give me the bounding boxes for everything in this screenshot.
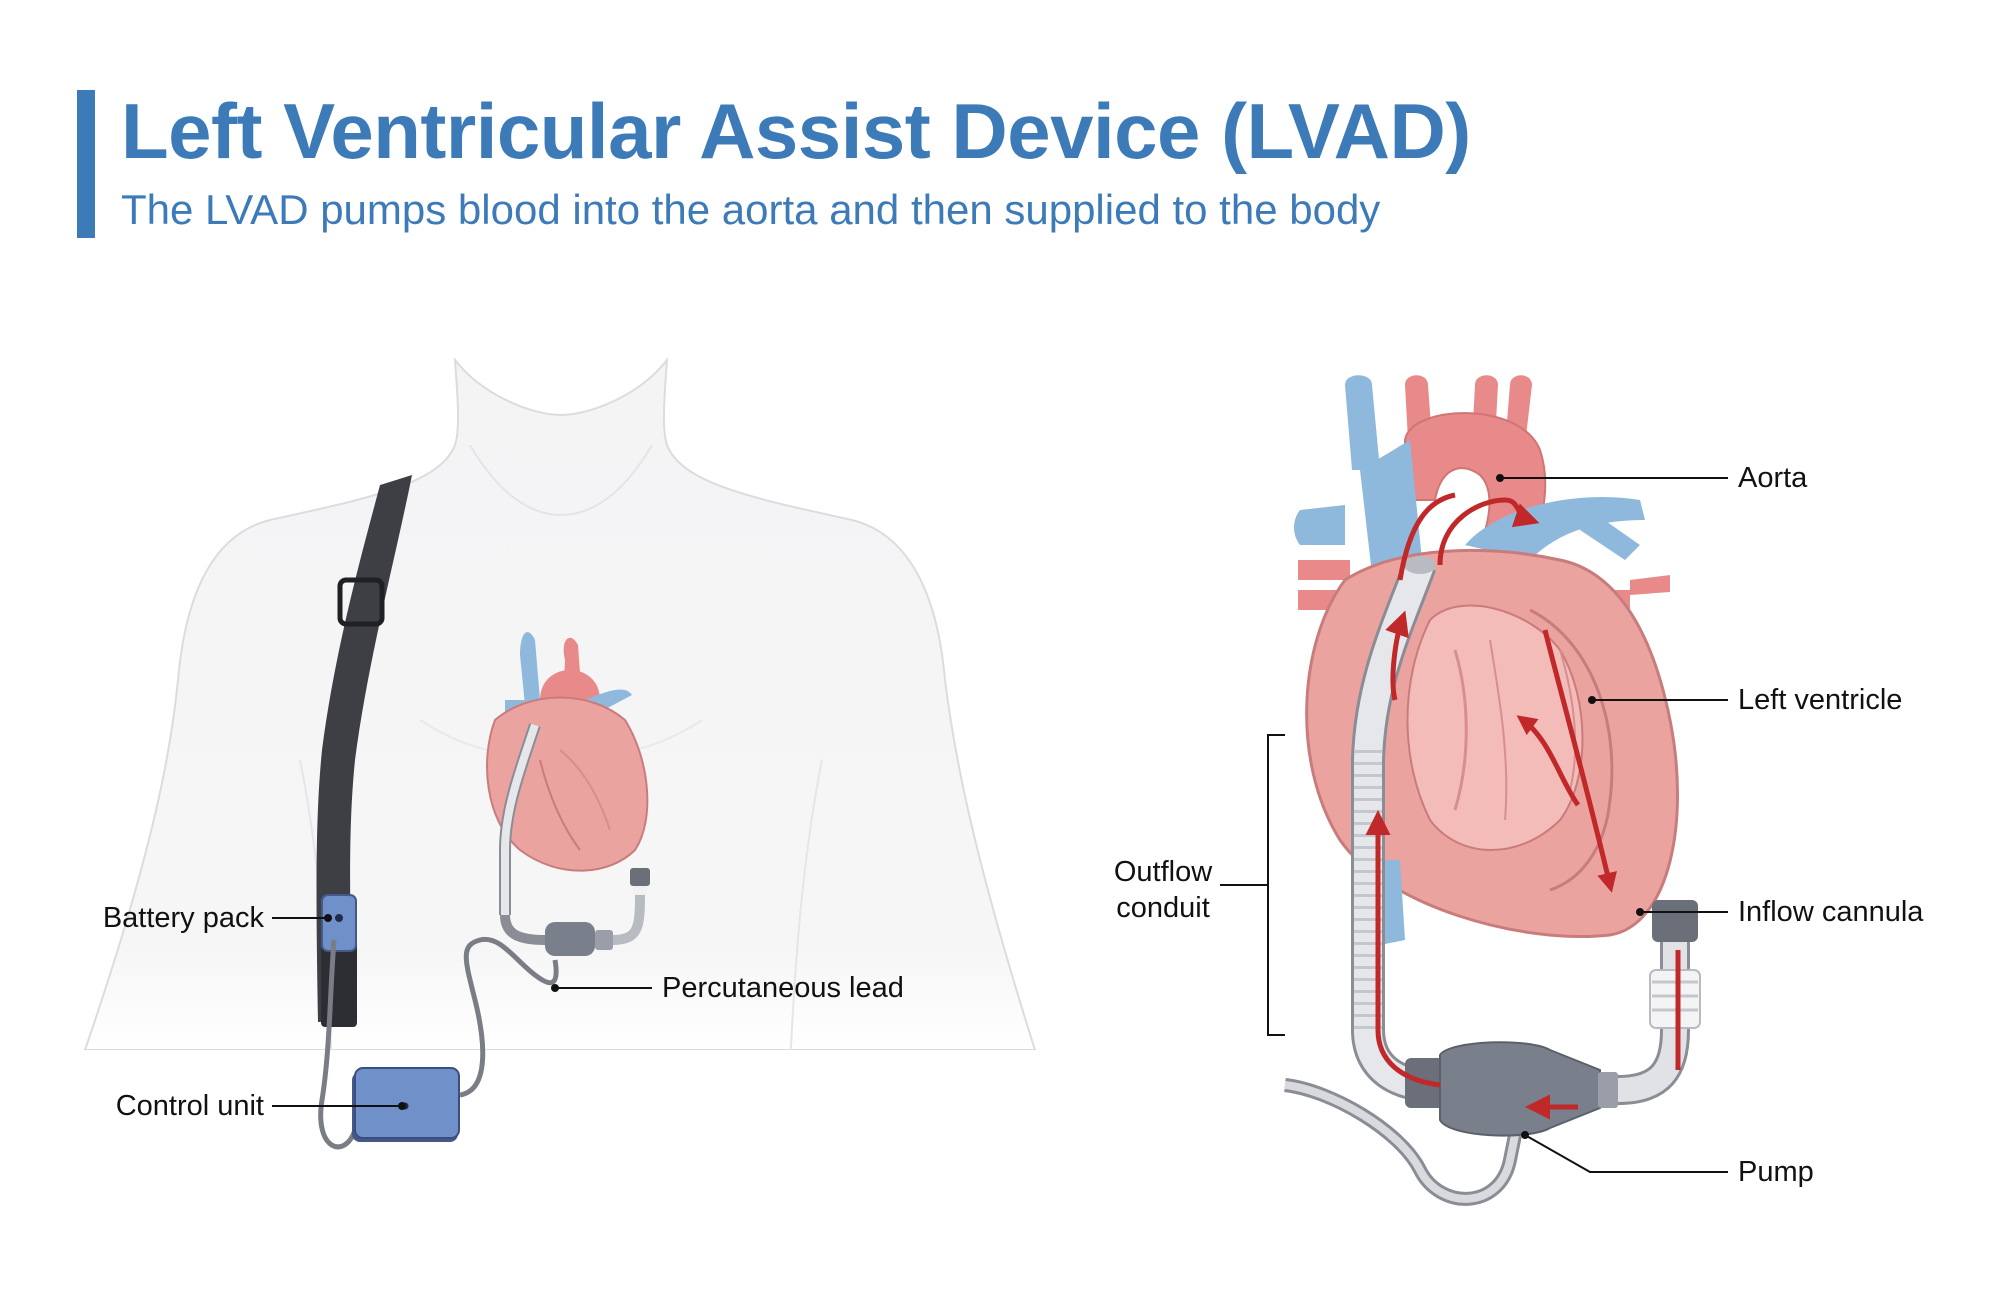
label-inflow-cannula: Inflow cannula	[1738, 896, 1924, 928]
page-title: Left Ventricular Assist Device (LVAD)	[121, 87, 1471, 175]
label-battery-pack: Battery pack	[102, 902, 264, 934]
label-aorta: Aorta	[1738, 462, 1808, 494]
label-outflow-conduit-line1: Outflow	[1113, 856, 1213, 888]
inflow-cannula	[1617, 900, 1701, 1105]
blood-flow-arrows	[1365, 492, 1681, 1120]
battery-pack	[321, 894, 357, 952]
small-heart	[486, 632, 650, 956]
label-left-ventricle: Left ventricle	[1738, 684, 1903, 716]
page-subtitle: The LVAD pumps blood into the aorta and …	[121, 186, 1381, 233]
title-accent-bar	[77, 90, 95, 238]
label-control-unit: Control unit	[115, 1090, 264, 1122]
leader-lines	[272, 474, 1728, 1173]
label-percutaneous-lead: Percutaneous lead	[662, 972, 904, 1004]
label-pump: Pump	[1738, 1156, 1814, 1188]
torso-figure	[0, 356, 2000, 1309]
label-outflow-conduit-line2: conduit	[1116, 892, 1210, 924]
